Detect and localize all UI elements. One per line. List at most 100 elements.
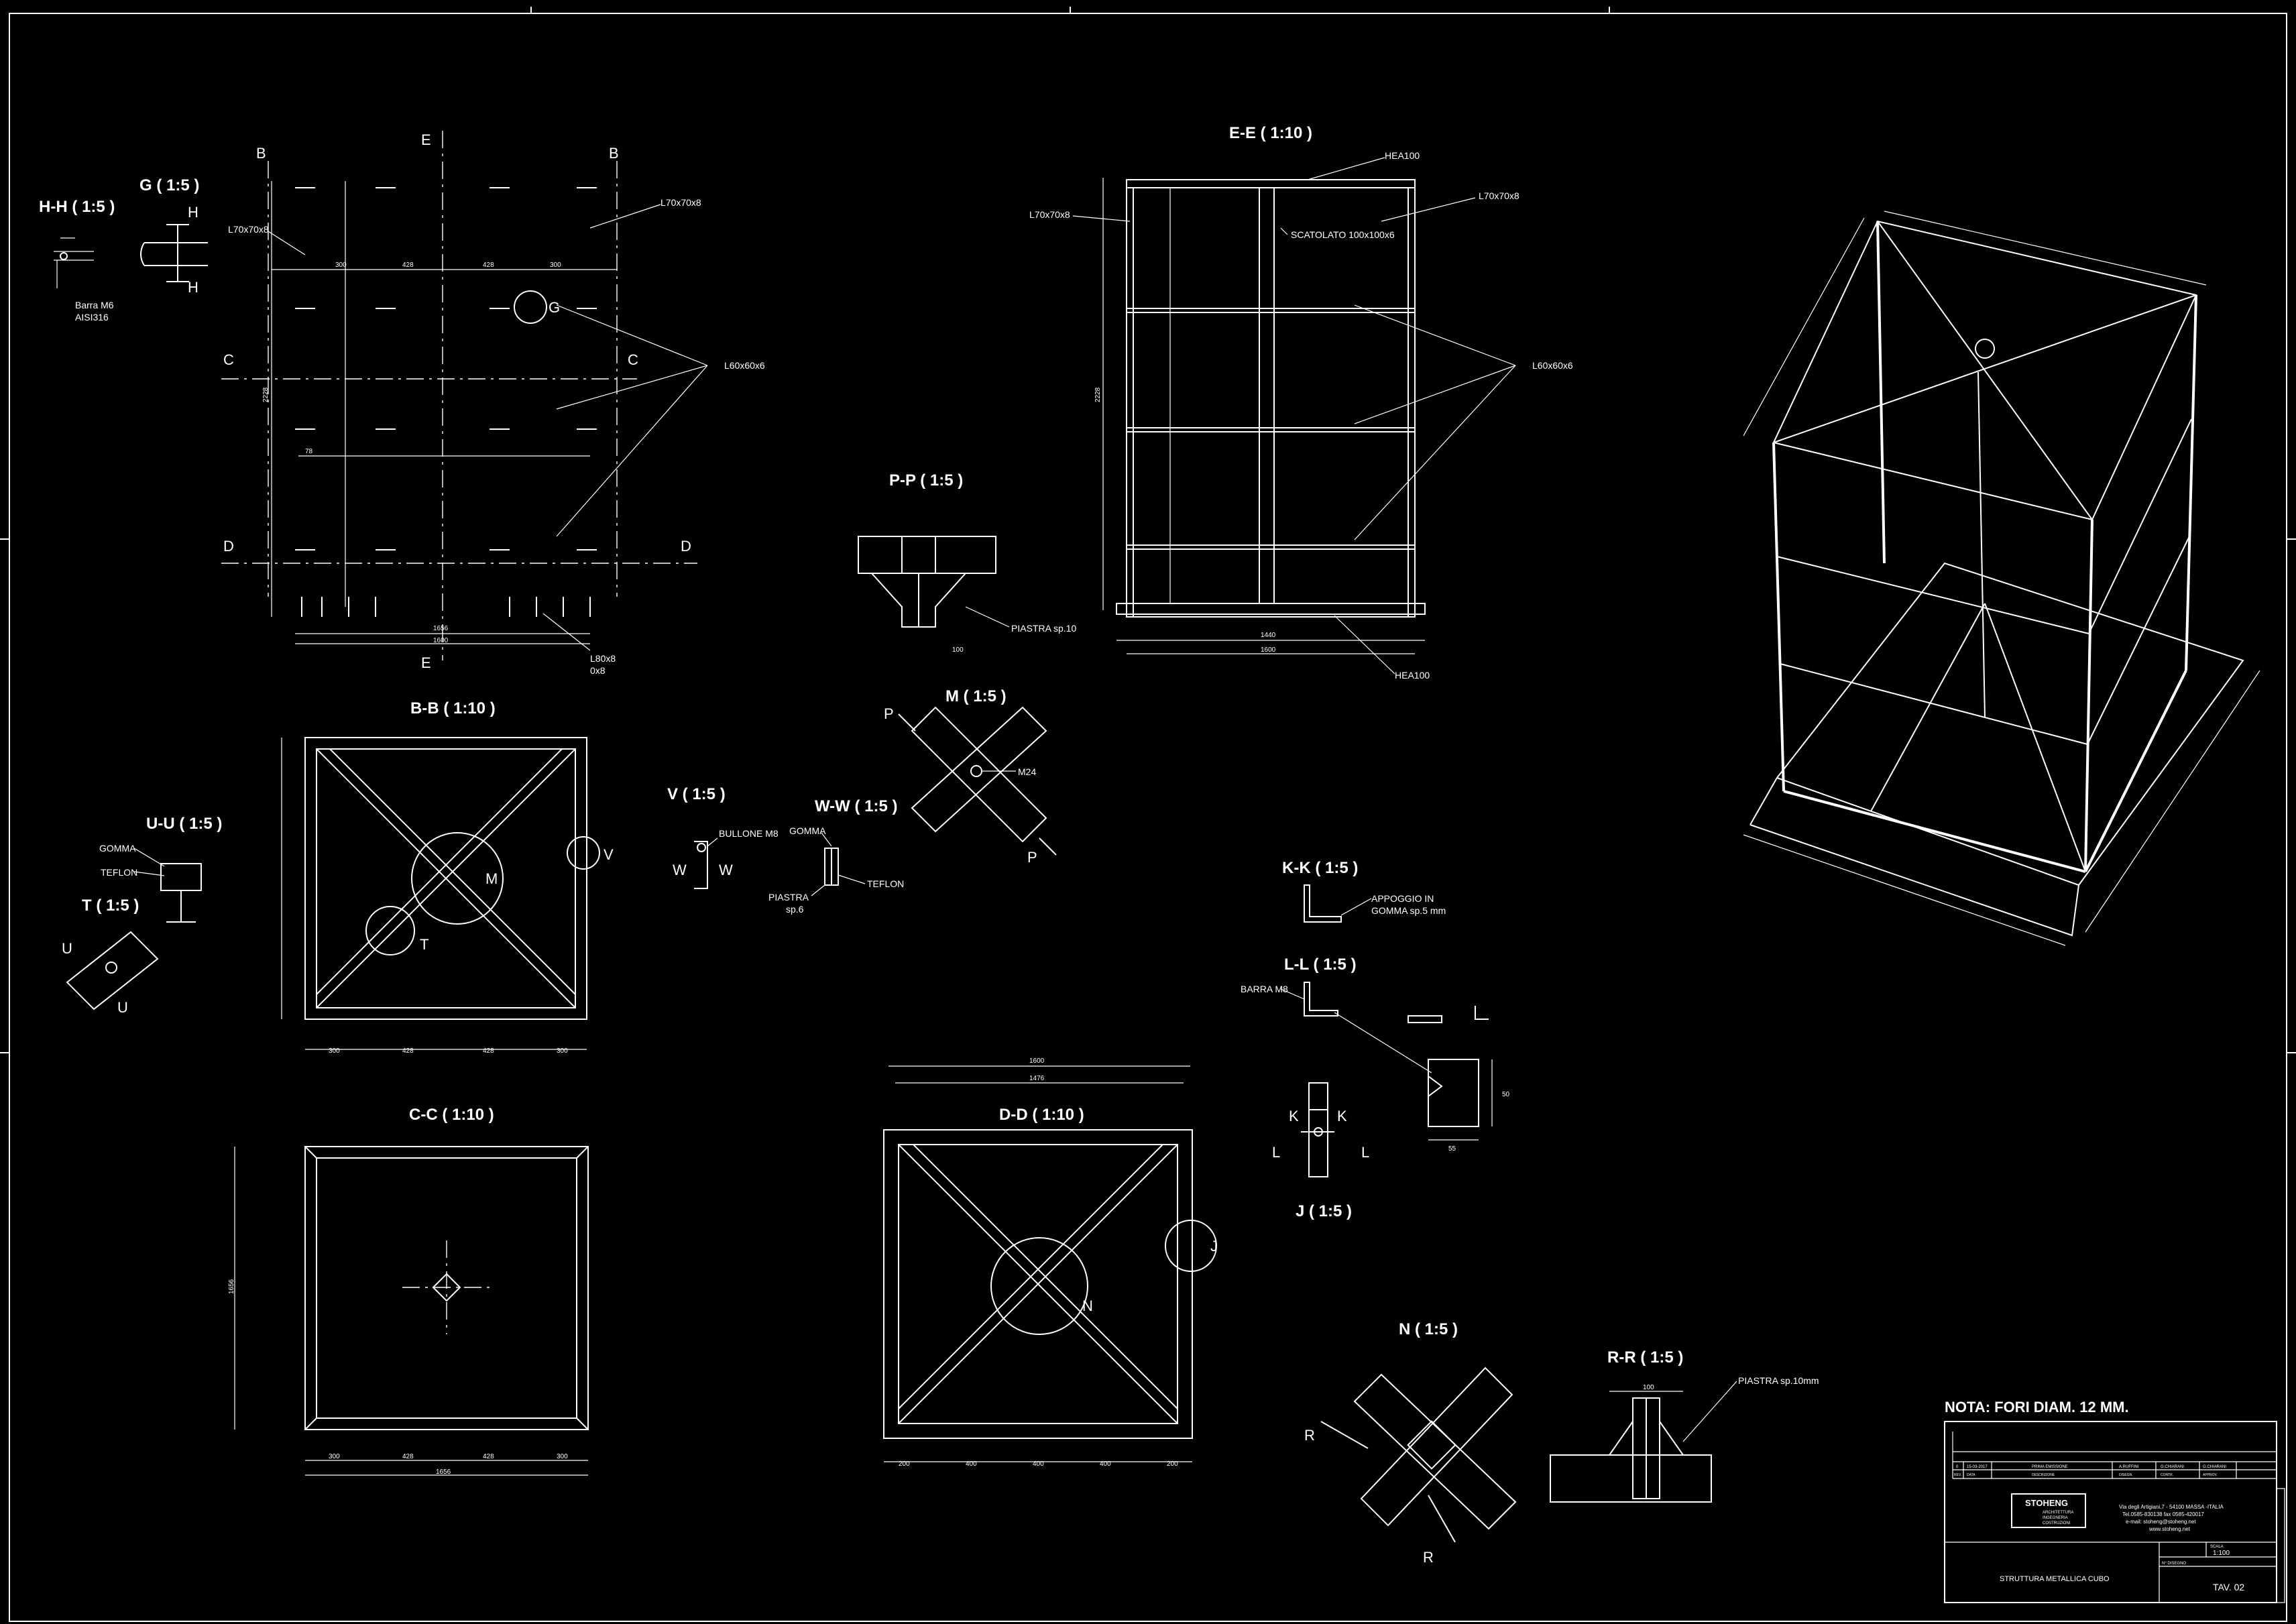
section-mark-w-right: W [719,862,733,878]
tb-addr2: Tel.0585-830138 fax 0585-420017 [2122,1511,2204,1517]
section-mark-c-right: C [628,351,638,368]
section-mark-u-left: U [62,940,72,957]
title-n: N ( 1:5 ) [1399,1320,1458,1338]
dim-50: 50 [1502,1091,1510,1098]
section-mark-h-bottom: H [188,279,198,296]
label-bullone-m8: BULLONE M8 [719,828,779,839]
title-hh: H-H ( 1:5 ) [39,198,115,216]
dim-300-cc: 300 [329,1453,340,1460]
section-mark-d-left: D [223,538,234,555]
section-mark-r-bottom: R [1423,1549,1434,1566]
section-bb: B-B ( 1:10 ) M T V 300 428 428 300 [281,699,614,1055]
label-l70x70x8-ee-right: L70x70x8 [1479,190,1519,201]
title-kk: K-K ( 1:5 ) [1282,859,1358,877]
title-rr: R-R ( 1:5 ) [1607,1348,1683,1367]
dim-400-dd2: 400 [1033,1460,1044,1468]
label-l60x60x6-ee: L60x60x6 [1532,360,1573,371]
section-ee: E-E ( 1:10 ) 1440 1600 2228 [1029,124,1573,681]
title-dd: D-D ( 1:10 ) [999,1106,1084,1124]
section-mark-r-left: R [1304,1427,1315,1444]
dim-78: 78 [305,448,313,455]
title-cc: C-C ( 1:10 ) [409,1106,494,1124]
dim-428-cc: 428 [402,1453,414,1460]
title-t: T ( 1:5 ) [82,896,139,915]
dim-1656-cc-v: 1656 [228,1279,235,1294]
detail-mark-t: T [420,936,428,953]
label-barra-m8: BARRA M8 [1241,984,1288,994]
label-appoggio-1: APPOGGIO IN [1371,893,1434,904]
section-mark-l-left: L [1272,1144,1280,1161]
dim-400-dd: 400 [966,1460,977,1468]
label-l70x70x8-ee-left: L70x70x8 [1029,209,1070,220]
title-ll: L-L ( 1:5 ) [1284,955,1357,974]
detail-ll: L-L ( 1:5 ) BARRA M8 55 50 [1241,955,1510,1153]
section-mark-e-top: E [421,131,431,148]
label-scatolato: SCATOLATO 100x100x6 [1291,229,1395,240]
title-ww: W-W ( 1:5 ) [815,797,898,815]
nota-fori: NOTA: FORI DIAM. 12 MM. [1945,1399,2129,1415]
label-aisi316: AISI316 [75,312,109,323]
tb-col-drawn: DISEGN. [2119,1473,2133,1477]
section-mark-b-left: B [256,145,266,162]
label-l80x8: L80x8 [590,653,616,664]
title-g: G ( 1:5 ) [139,176,199,194]
company-logo [2011,1493,2086,1528]
detail-t: T ( 1:5 ) U U [62,896,159,1016]
dim-300: 300 [335,262,347,269]
tb-approved: G.CHIARANI [2203,1465,2226,1469]
dim-1600-dd: 1600 [1029,1057,1045,1065]
label-m24: M24 [1018,766,1036,777]
dim-300-bb2: 300 [557,1047,568,1055]
detail-mark-j: J [1210,1238,1218,1255]
detail-pp: P-P ( 1:5 ) PIASTRA sp.10 100 [858,471,1076,654]
section-mark-l-right: L [1361,1144,1369,1161]
title-pp: P-P ( 1:5 ) [889,471,963,489]
tb-col-checked: CONTR. [2161,1473,2173,1477]
tb-drawn: A.RUFFINI [2119,1465,2139,1469]
section-mark-e-bottom: E [421,654,431,671]
label-appoggio-2: GOMMA sp.5 mm [1371,905,1446,916]
isometric-view [1743,211,2260,946]
sheet-border [0,7,2296,1622]
label-l80x8-b: 0x8 [590,665,606,676]
label-l70x70x8-plan: L70x70x8 [661,197,701,208]
section-mark-p-bottom: P [1027,849,1037,866]
tb-col-approved: APPROV. [2203,1473,2218,1477]
dim-1440-ee: 1440 [1261,632,1276,639]
dim-300-bb: 300 [329,1047,340,1055]
dim-1600: 1600 [433,637,449,644]
dim-1656-cc-h: 1656 [436,1468,451,1476]
label-l70x70x8-plan-left: L70x70x8 [228,224,269,235]
detail-mark-v: V [604,846,614,863]
tb-scale-label: SCALA [2210,1545,2224,1549]
label-teflon-uu: TEFLON [101,867,137,878]
dim-100-rr: 100 [1643,1384,1654,1391]
detail-n: N ( 1:5 ) R R [1304,1320,1517,1566]
tb-col-desc: DESCRIZIONE [2032,1473,2055,1477]
dim-2228-ee: 2228 [1094,387,1102,402]
dim-300-cc2: 300 [557,1453,568,1460]
tb-addr1: Via degli Artigiani,7 - 54100 MASSA -ITA… [2119,1504,2224,1510]
dim-1600-ee: 1600 [1261,646,1276,654]
tb-company-sub1: ARCHITETTURA [2043,1511,2073,1515]
dim-400-dd3: 400 [1100,1460,1111,1468]
tb-sheet: TAV. 02 [2213,1582,2244,1592]
dim-1476-dd: 1476 [1029,1075,1045,1082]
detail-mark-n: N [1082,1297,1093,1314]
section-cc: C-C ( 1:10 ) 1656 300 428 428 300 1656 [228,1106,589,1476]
title-j: J ( 1:5 ) [1296,1202,1352,1220]
dim-200-dd2: 200 [1167,1460,1178,1468]
tb-col-date: DATA [1967,1473,1975,1477]
label-hea100-top: HEA100 [1385,150,1420,161]
detail-rr: R-R ( 1:5 ) PIASTRA sp.10mm 100 [1550,1348,1819,1503]
dim-428-bb: 428 [402,1047,414,1055]
section-mark-b-right: B [609,145,619,162]
detail-hh: H-H ( 1:5 ) Barra M6 AISI316 [39,198,115,323]
detail-kk: K-K ( 1:5 ) APPOGGIO IN GOMMA sp.5 mm [1282,859,1446,923]
section-mark-u-bottom: U [117,999,128,1016]
label-hea100-bottom: HEA100 [1395,670,1430,681]
section-dd: D-D ( 1:10 ) 1600 1476 N J 200 400 400 4… [883,1057,1218,1468]
section-mark-c-left: C [223,351,234,368]
dim-200-dd: 200 [899,1460,910,1468]
tb-date: 15-03-2017 [1967,1465,1988,1469]
